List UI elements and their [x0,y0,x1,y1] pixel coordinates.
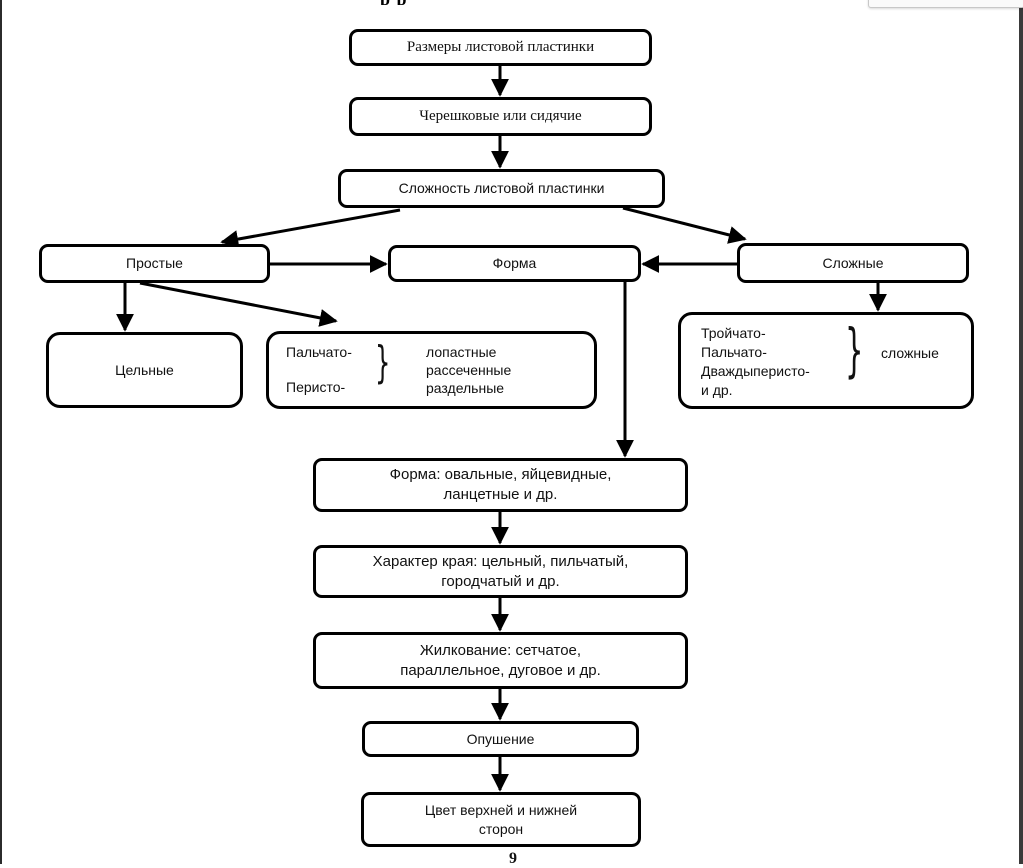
shape-box: Форма [388,245,641,282]
entire-box: Цельные [46,332,243,408]
leaf-size-label: Размеры листовой пластинки [406,39,595,55]
arrow-complexity-to-simple [220,208,401,248]
dissected-suffix: рассеченные [426,362,512,378]
color-box: Цвет верхней и нижней сторон [361,792,641,847]
venation-line1: Жилкование: сетчатое, [419,641,582,659]
margin-line2: городчатый и др. [441,572,560,590]
brace-icon: } [845,316,864,384]
compound-label: Сложные [822,254,884,271]
petiole-label: Черешковые или сидячие [419,108,582,124]
compound-suffix: сложные [881,345,939,361]
corner-toolbar[interactable] [868,0,1023,8]
leaf-size-box: Размеры листовой пластинки [349,29,652,66]
complexity-label: Сложность листовой пластинки [398,180,605,196]
compound-types-box: Тройчато- Пальчато- Дваждыперисто- и др.… [678,312,974,409]
entire-label: Цельные [115,361,174,378]
shape-detail-text: Форма: овальные, яйцевидные, ланцетные и… [382,465,620,505]
pubescence-label: Опушение [466,730,535,747]
color-text: Цвет верхней и нижней сторон [417,801,585,839]
venation-box: Жилкование: сетчатое, параллельное, дуго… [313,632,688,689]
simple-label: Простые [126,255,183,271]
parted-suffix: раздельные [426,380,505,396]
petiole-box: Черешковые или сидячие [349,97,652,136]
brace-icon: } [375,337,391,388]
margin-line1: Характер края: цельный, пильчатый, [372,552,629,570]
shape-detail-box: Форма: овальные, яйцевидные, ланцетные и… [313,458,688,512]
simple-box: Простые [39,244,270,283]
arrow-simple-to-divided [139,281,338,327]
shape-label: Форма [492,255,537,271]
palmate-prefix: Пальчато- [286,344,352,360]
page-left-edge [0,0,2,864]
lobed-suffix: лопастные [426,344,497,360]
shape-detail-line1: Форма: овальные, яйцевидные, [389,466,612,483]
venation-line2: параллельное, дуговое и др. [400,661,601,679]
complexity-box: Сложность листовой пластинки [338,169,665,208]
pinnate-prefix: Перисто- [286,379,346,395]
venation-text: Жилкование: сетчатое, параллельное, дуго… [392,641,609,681]
bipinnate-prefix: Дваждыперисто- [701,363,810,379]
arrow-complexity-to-compound [622,206,747,244]
page-right-edge [1019,0,1023,864]
margin-box: Характер края: цельный, пильчатый, город… [313,545,688,598]
page-number: 9 [509,850,517,867]
divided-types-box: Пальчато- Перисто- } лопастные рассеченн… [266,331,597,409]
palmate-compound-prefix: Пальчато- [701,344,767,360]
trifoliate-prefix: Тройчато- [701,325,766,341]
pubescence-box: Опушение [362,721,639,757]
page-title-fragment: р р [380,0,720,5]
compound-box: Сложные [737,243,969,283]
shape-detail-line2: ланцетные и др. [443,486,558,503]
color-line1: Цвет верхней и нижней [424,801,578,818]
margin-text: Характер края: цельный, пильчатый, город… [365,552,637,592]
color-line2: сторон [478,820,524,837]
etc-label: и др. [701,382,733,398]
